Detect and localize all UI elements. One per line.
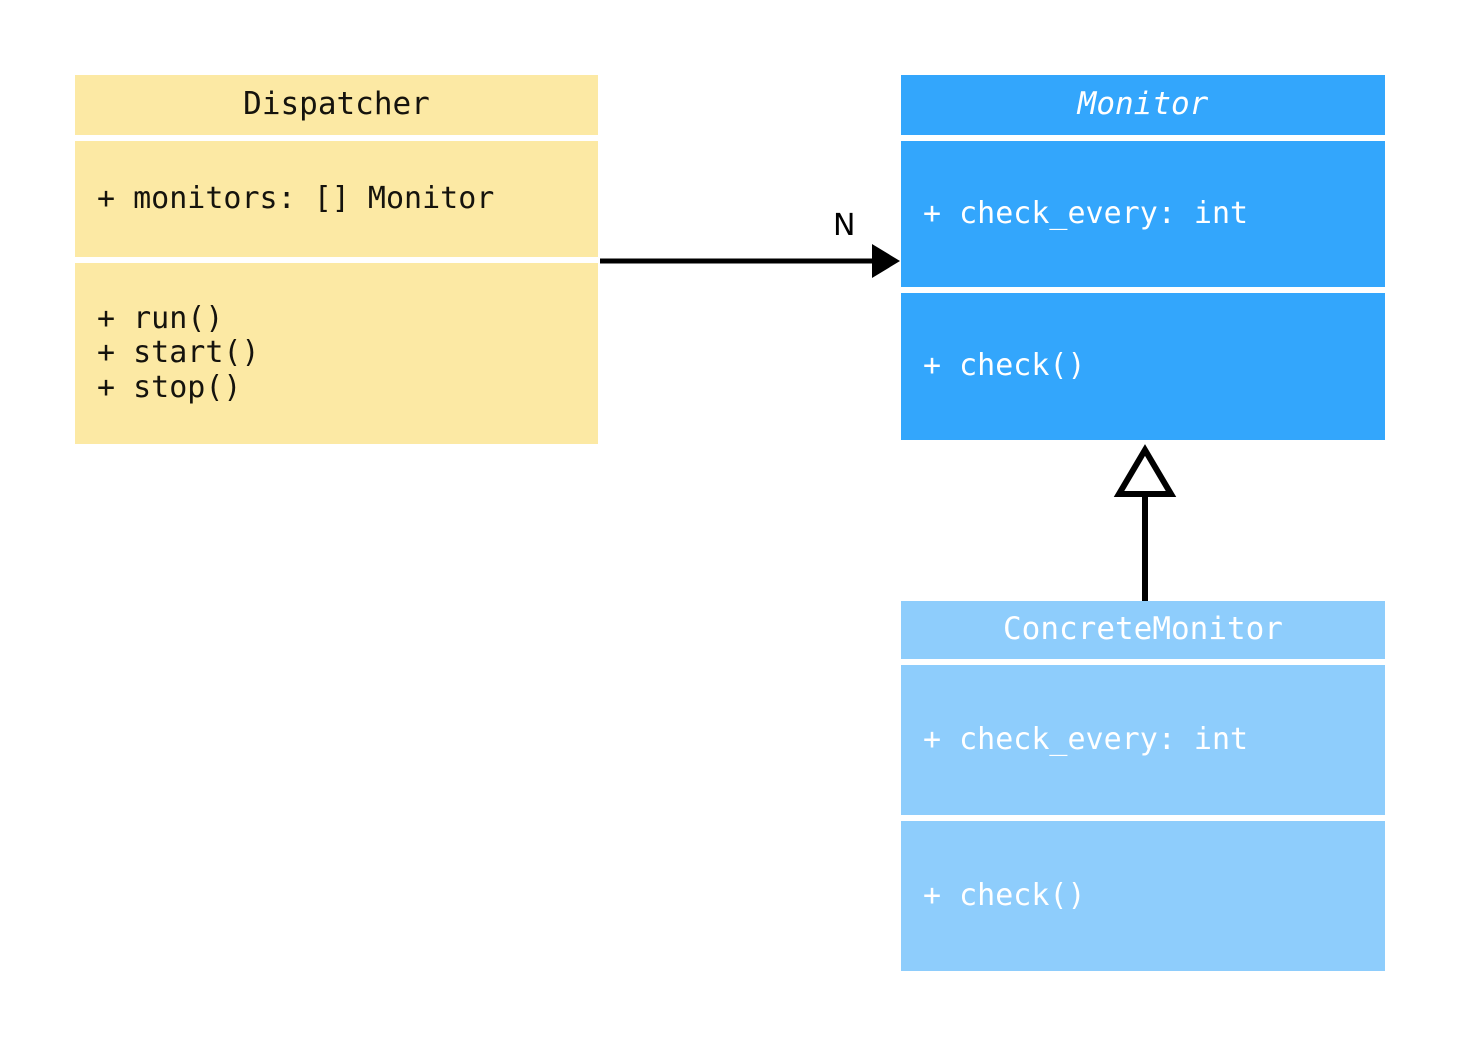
association-multiplicity-label: N (833, 208, 856, 243)
class-attributes-dispatcher: + monitors: [] Monitor (75, 141, 598, 257)
class-name-dispatcher: Dispatcher (243, 86, 430, 123)
class-name-monitor: Monitor (1077, 86, 1209, 123)
method-row: + check() (923, 348, 1086, 384)
method-row: + start() (97, 335, 260, 371)
method-row: + stop() (97, 369, 242, 405)
association-dispatcher-monitor (600, 244, 900, 278)
class-attributes-monitor: + check_every: int (901, 141, 1385, 287)
generalization-concretemonitor-monitor (1113, 444, 1177, 601)
class-methods-dispatcher: + run() + start() + stop() (75, 263, 598, 444)
uml-class-concretemonitor[interactable]: ConcreteMonitor + check_every: int + che… (901, 601, 1385, 971)
uml-class-dispatcher[interactable]: Dispatcher + monitors: [] Monitor + run(… (75, 75, 598, 444)
hollow-triangle-arrowhead-icon (1113, 444, 1177, 497)
class-methods-monitor: + check() (901, 293, 1385, 440)
attribute-row: + check_every: int (923, 195, 1249, 231)
class-attributes-concretemonitor: + check_every: int (901, 665, 1385, 815)
method-row: + check() (923, 877, 1086, 913)
solid-arrowhead-icon (872, 244, 900, 278)
attribute-row: + check_every: int (923, 721, 1249, 757)
uml-class-monitor[interactable]: Monitor + check_every: int + check() (901, 75, 1385, 440)
attribute-row: + monitors: [] Monitor (97, 180, 495, 216)
class-header-concretemonitor: ConcreteMonitor (901, 601, 1385, 659)
class-header-dispatcher: Dispatcher (75, 75, 598, 135)
class-name-concretemonitor: ConcreteMonitor (1003, 611, 1283, 648)
method-row: + run() (97, 300, 224, 336)
class-methods-concretemonitor: + check() (901, 821, 1385, 971)
class-header-monitor: Monitor (901, 75, 1385, 135)
